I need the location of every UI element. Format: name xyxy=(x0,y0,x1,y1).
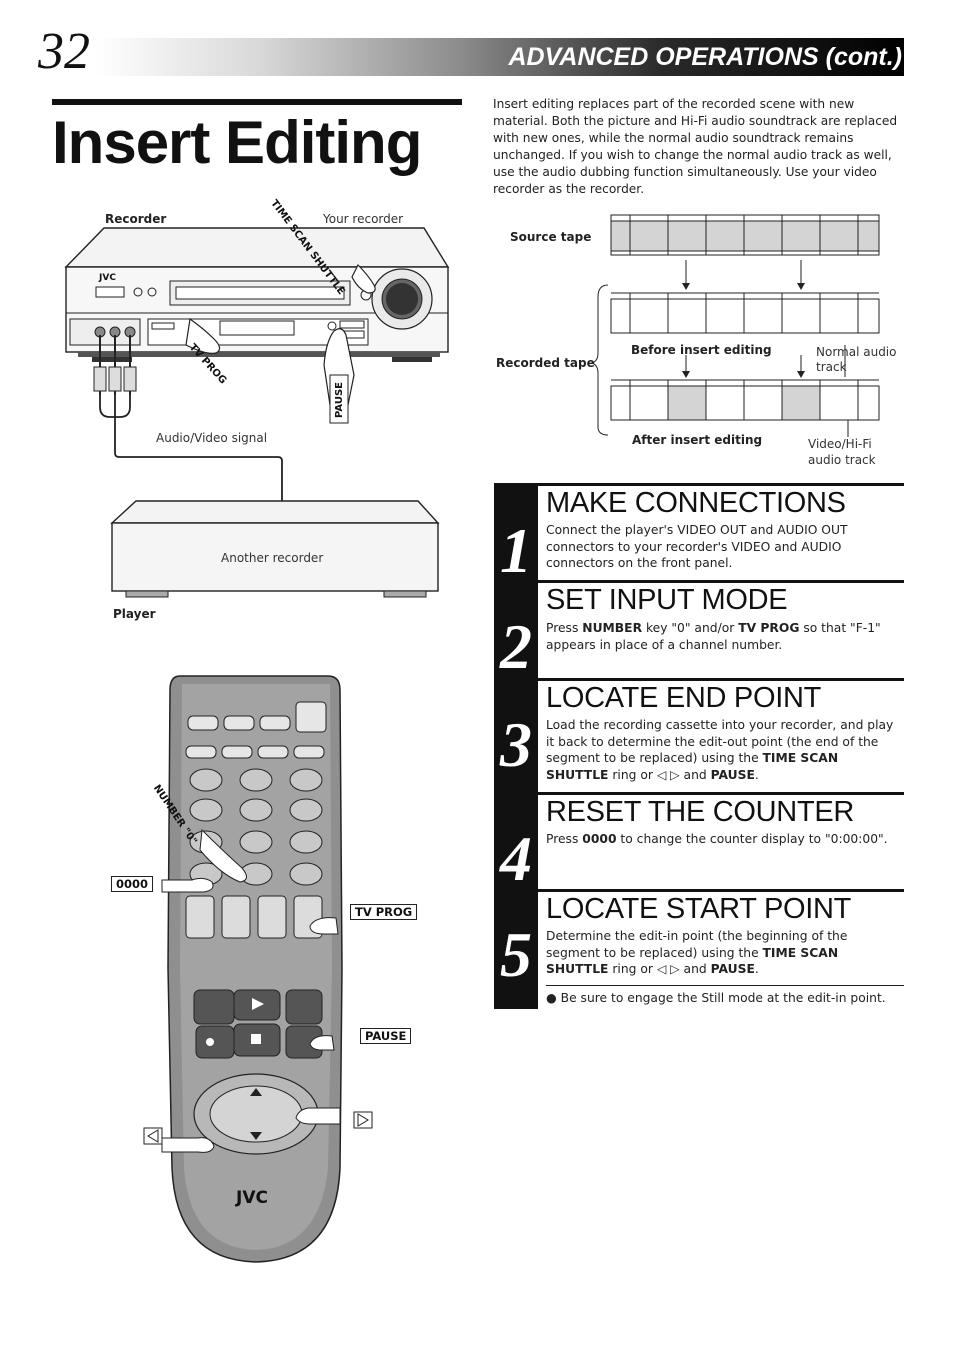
recorder-brand-logo: JVC xyxy=(99,273,116,283)
note-rule xyxy=(546,985,904,986)
step-desc-2: Press NUMBER key "0" and/or TV PROG so t… xyxy=(546,621,881,652)
step-desc-1: Connect the player's VIDEO OUT and AUDIO… xyxy=(546,523,848,570)
remote-brand-logo: JVC xyxy=(236,1188,268,1208)
video-hifi-label-1: Video/Hi-Fi xyxy=(808,437,872,451)
normal-audio-label-1: Normal audio xyxy=(816,345,897,359)
step-title-2: SET INPUT MODE xyxy=(546,584,788,616)
step-number-2: 2 xyxy=(500,611,532,682)
intro-paragraph: Insert editing replaces part of the reco… xyxy=(493,97,898,196)
av-signal-label: Audio/Video signal xyxy=(156,431,268,445)
step-title-4: RESET THE COUNTER xyxy=(546,796,855,828)
recorded-tape-label: Recorded tape xyxy=(496,356,595,370)
step-desc-4: Press 0000 to change the counter display… xyxy=(546,832,888,846)
callout-tv-prog: TV PROG xyxy=(350,904,418,920)
step-rule-5 xyxy=(538,889,904,892)
video-hifi-label-2: audio track xyxy=(808,453,876,467)
section-title: ADVANCED OPERATIONS (cont.) xyxy=(508,43,902,71)
callout-0000: 0000 xyxy=(111,876,154,892)
callout-pause: PAUSE xyxy=(360,1028,412,1044)
title-rule xyxy=(52,99,462,105)
another-recorder-label: Another recorder xyxy=(221,551,324,565)
step-bar xyxy=(494,483,538,1009)
step-number-5: 5 xyxy=(500,919,532,990)
step-rule-2 xyxy=(538,580,904,583)
step-number-1: 1 xyxy=(500,515,532,586)
step-rule-1 xyxy=(538,483,904,486)
step-number-4: 4 xyxy=(500,823,532,894)
step-title-5: LOCATE START POINT xyxy=(546,893,852,925)
connection-diagram xyxy=(64,227,450,598)
your-recorder-label: Your recorder xyxy=(323,212,404,226)
page-title: Insert Editing xyxy=(52,109,422,176)
before-insert-label: Before insert editing xyxy=(631,343,772,357)
step-rule-4 xyxy=(538,792,904,795)
header-band xyxy=(96,38,904,76)
tape-diagram xyxy=(590,214,880,437)
pause-label: PAUSE xyxy=(334,382,345,418)
player-label: Player xyxy=(113,607,156,621)
after-insert-label: After insert editing xyxy=(632,433,763,447)
source-tape-label: Source tape xyxy=(510,230,592,244)
step-title-3: LOCATE END POINT xyxy=(546,682,822,714)
recorder-label: Recorder xyxy=(105,212,167,226)
step-desc-5: Determine the edit-in point (the beginni… xyxy=(546,929,848,976)
remote-illustration xyxy=(143,675,373,1263)
step-desc-3: Load the recording cassette into your re… xyxy=(546,718,894,782)
step-rule-3 xyxy=(538,678,904,681)
step-number-3: 3 xyxy=(500,709,532,780)
page-number: 32 xyxy=(38,23,90,80)
normal-audio-label-2: track xyxy=(816,360,847,374)
note-text: ● Be sure to engage the Still mode at th… xyxy=(546,991,886,1005)
step-title-1: MAKE CONNECTIONS xyxy=(546,487,846,519)
